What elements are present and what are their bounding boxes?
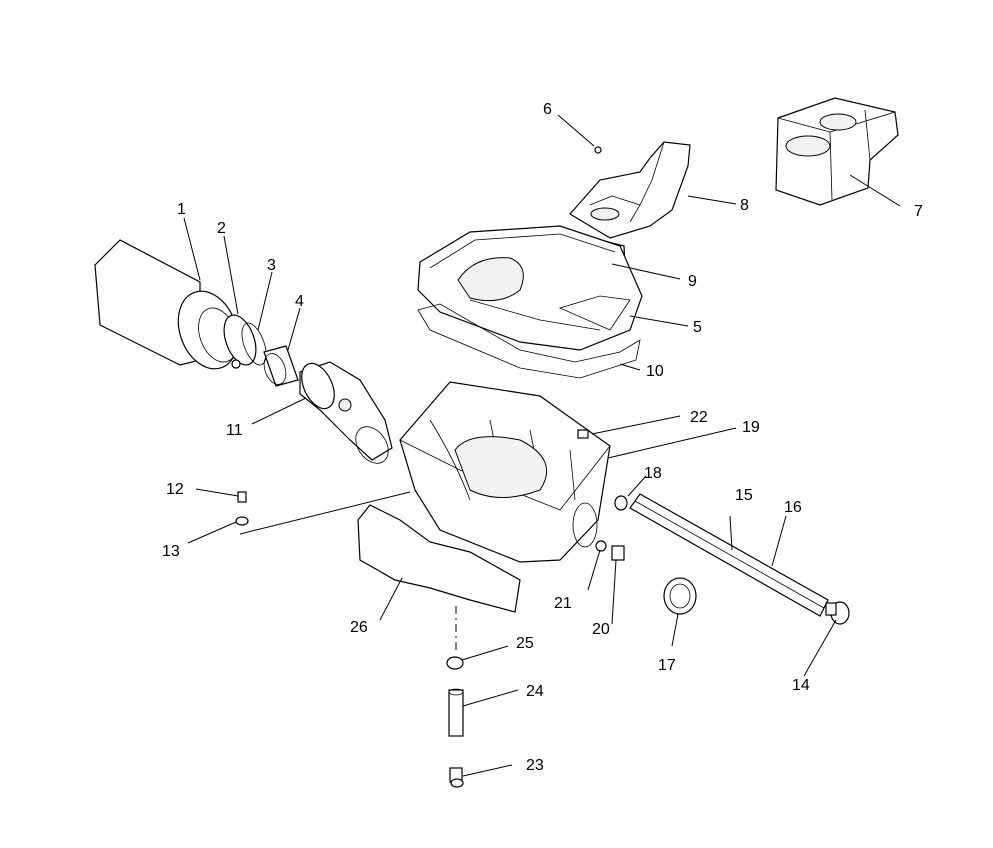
callout-25: 25 bbox=[516, 635, 534, 652]
part-14-end-fitting bbox=[825, 601, 850, 625]
callout-26: 26 bbox=[350, 619, 368, 636]
callout-labels: 1 2 3 4 5 6 7 8 9 10 11 12 13 14 15 16 1… bbox=[162, 101, 923, 774]
callout-3: 3 bbox=[267, 257, 276, 274]
callout-12: 12 bbox=[166, 481, 184, 498]
part-5-airbox-lid bbox=[417, 225, 643, 351]
part-16-drain-tube bbox=[629, 493, 829, 617]
callout-9: 9 bbox=[688, 273, 697, 290]
callout-16: 16 bbox=[784, 499, 802, 516]
callout-19: 19 bbox=[742, 419, 760, 436]
callout-21: 21 bbox=[554, 595, 572, 612]
callout-22: 22 bbox=[690, 409, 708, 426]
callout-8: 8 bbox=[740, 197, 749, 214]
part-21-fitting bbox=[595, 540, 607, 552]
callout-17: 17 bbox=[658, 657, 676, 674]
part-25-clamp bbox=[446, 656, 464, 670]
part-19-airbox-base bbox=[399, 381, 611, 563]
callout-10: 10 bbox=[646, 363, 664, 380]
part-4-coupler bbox=[263, 345, 299, 387]
part-8-intake-snorkel bbox=[569, 141, 691, 239]
callout-6: 6 bbox=[543, 101, 552, 118]
part-10-lid-seal bbox=[417, 303, 641, 379]
part-13-washer bbox=[235, 516, 249, 526]
part-20-fitting bbox=[611, 545, 625, 561]
callout-5: 5 bbox=[693, 319, 702, 336]
part-18-fitting bbox=[614, 495, 628, 511]
part-17-hose-clamp bbox=[663, 577, 697, 615]
callout-13: 13 bbox=[162, 543, 180, 560]
callout-11: 11 bbox=[226, 422, 243, 439]
part-12-screw bbox=[237, 491, 247, 503]
part-7-foam-block bbox=[775, 97, 899, 206]
callout-2: 2 bbox=[217, 220, 226, 237]
callout-23: 23 bbox=[526, 757, 544, 774]
callout-4: 4 bbox=[295, 293, 304, 310]
part-26-heat-shield bbox=[357, 504, 521, 613]
callout-15: 15 bbox=[735, 487, 753, 504]
part-22-clip bbox=[577, 429, 589, 439]
part-24-drain-hose bbox=[448, 688, 464, 737]
part-1-air-filter bbox=[94, 239, 239, 370]
callout-7: 7 bbox=[914, 203, 923, 220]
part-6-screw bbox=[594, 146, 602, 154]
part-3-clamp bbox=[231, 322, 267, 369]
part-11-intake-duct bbox=[299, 361, 393, 464]
callout-20: 20 bbox=[592, 621, 610, 638]
leader-lines bbox=[183, 114, 901, 777]
part-23-drain-valve bbox=[449, 767, 464, 788]
callout-24: 24 bbox=[526, 683, 544, 700]
callout-1: 1 bbox=[177, 201, 186, 218]
callout-18: 18 bbox=[644, 465, 662, 482]
callout-14: 14 bbox=[792, 677, 810, 694]
part-2-filter-collar bbox=[223, 314, 257, 366]
